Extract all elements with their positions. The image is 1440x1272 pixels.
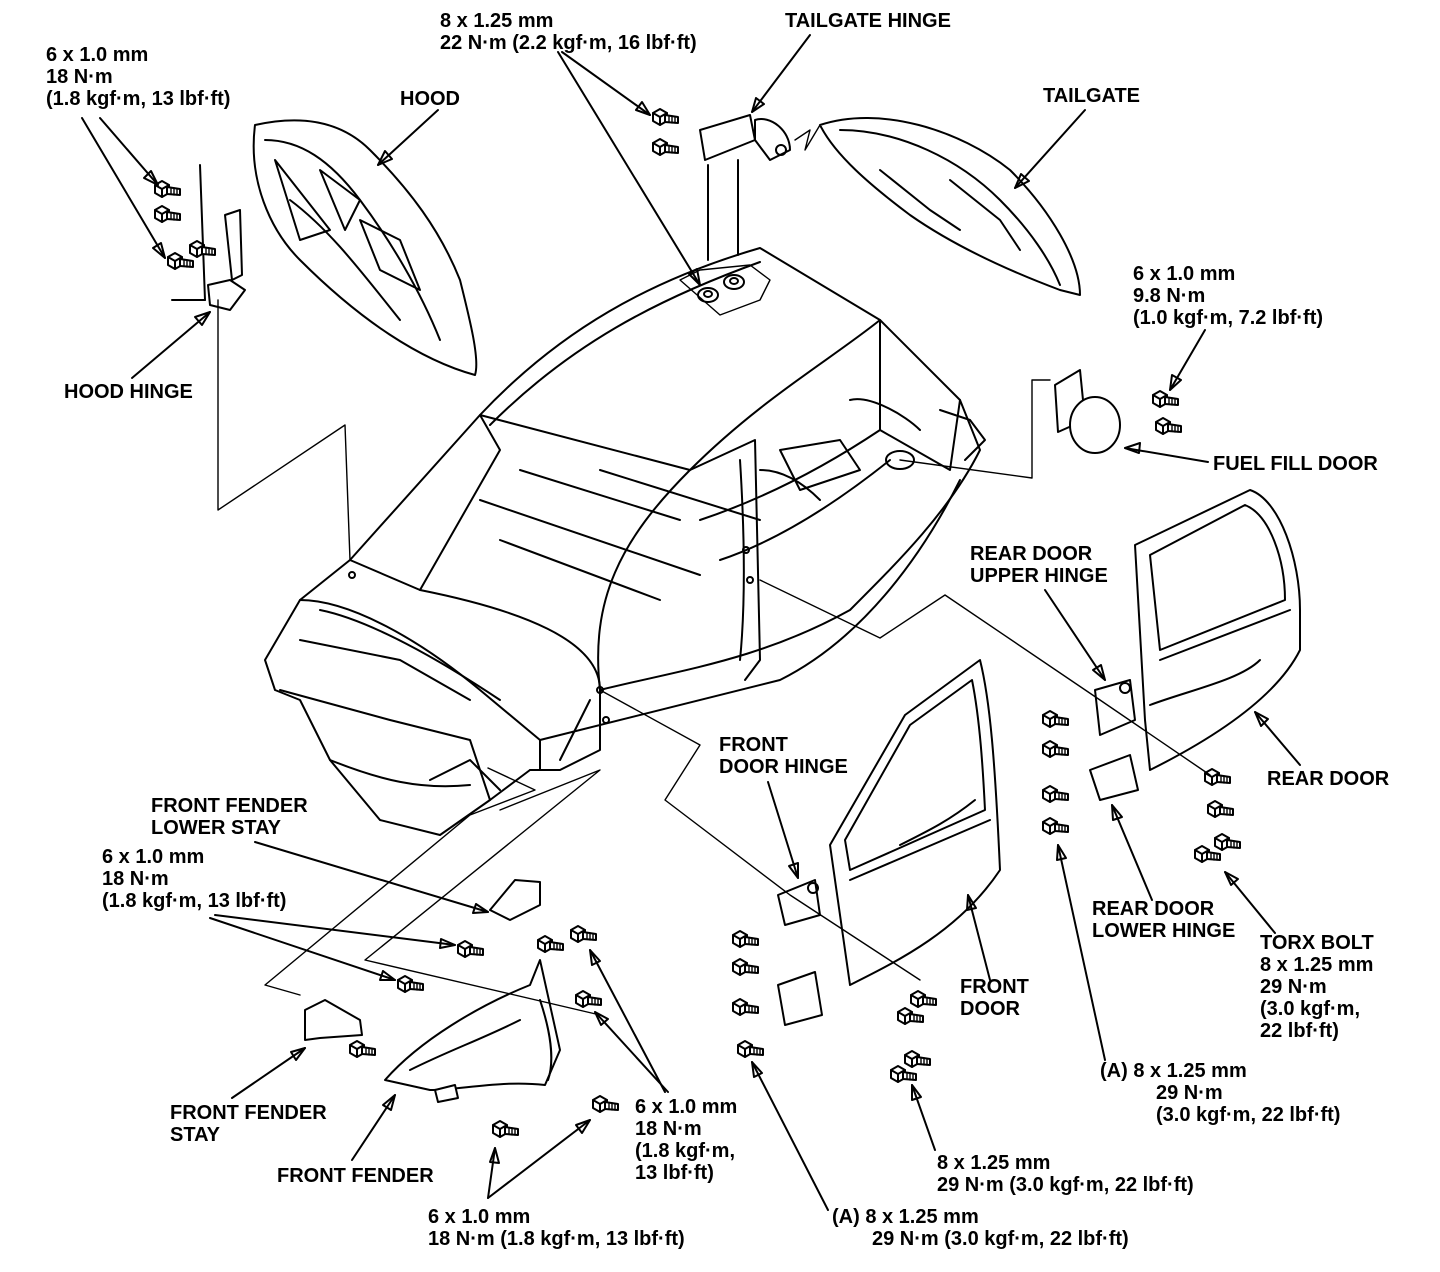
rear-door-label: REAR DOOR	[1267, 768, 1390, 790]
rear-door-art	[1134, 489, 1301, 771]
front-door-art	[829, 659, 1001, 986]
tailgate-art	[819, 117, 1081, 296]
fuel-fill-door-label: FUEL FILL DOOR	[1213, 453, 1378, 475]
body-shell	[264, 247, 986, 836]
tailgate-hinge-art	[699, 114, 791, 261]
hood-hinge-art	[171, 164, 246, 311]
tailgate-hinge-label: TAILGATE HINGE	[785, 10, 951, 32]
hood-art	[252, 119, 478, 376]
fuel-fill-door-art	[1054, 369, 1121, 454]
tailgate-label: TAILGATE	[1043, 85, 1141, 107]
leader-lines	[81, 34, 1301, 1211]
front-door-hinges-art	[777, 879, 823, 1026]
rear-door-hinges-art	[1089, 679, 1139, 801]
front-fender-label: FRONT FENDER	[277, 1165, 434, 1187]
front-a-bolt-label: (A) 8 x 1.25 mm 29 N·m (3.0 kgf·m, 22 lb…	[832, 1206, 1129, 1250]
hood-label: HOOD	[400, 88, 460, 110]
front-fender-art	[384, 959, 561, 1103]
hood-hinge-label: HOOD HINGE	[64, 381, 193, 403]
fender-stays-art	[304, 879, 541, 1041]
rear-a-bolt-label: (A) 8 x 1.25 mm 29 N·m (3.0 kgf·m, 22 lb…	[1100, 1060, 1341, 1126]
